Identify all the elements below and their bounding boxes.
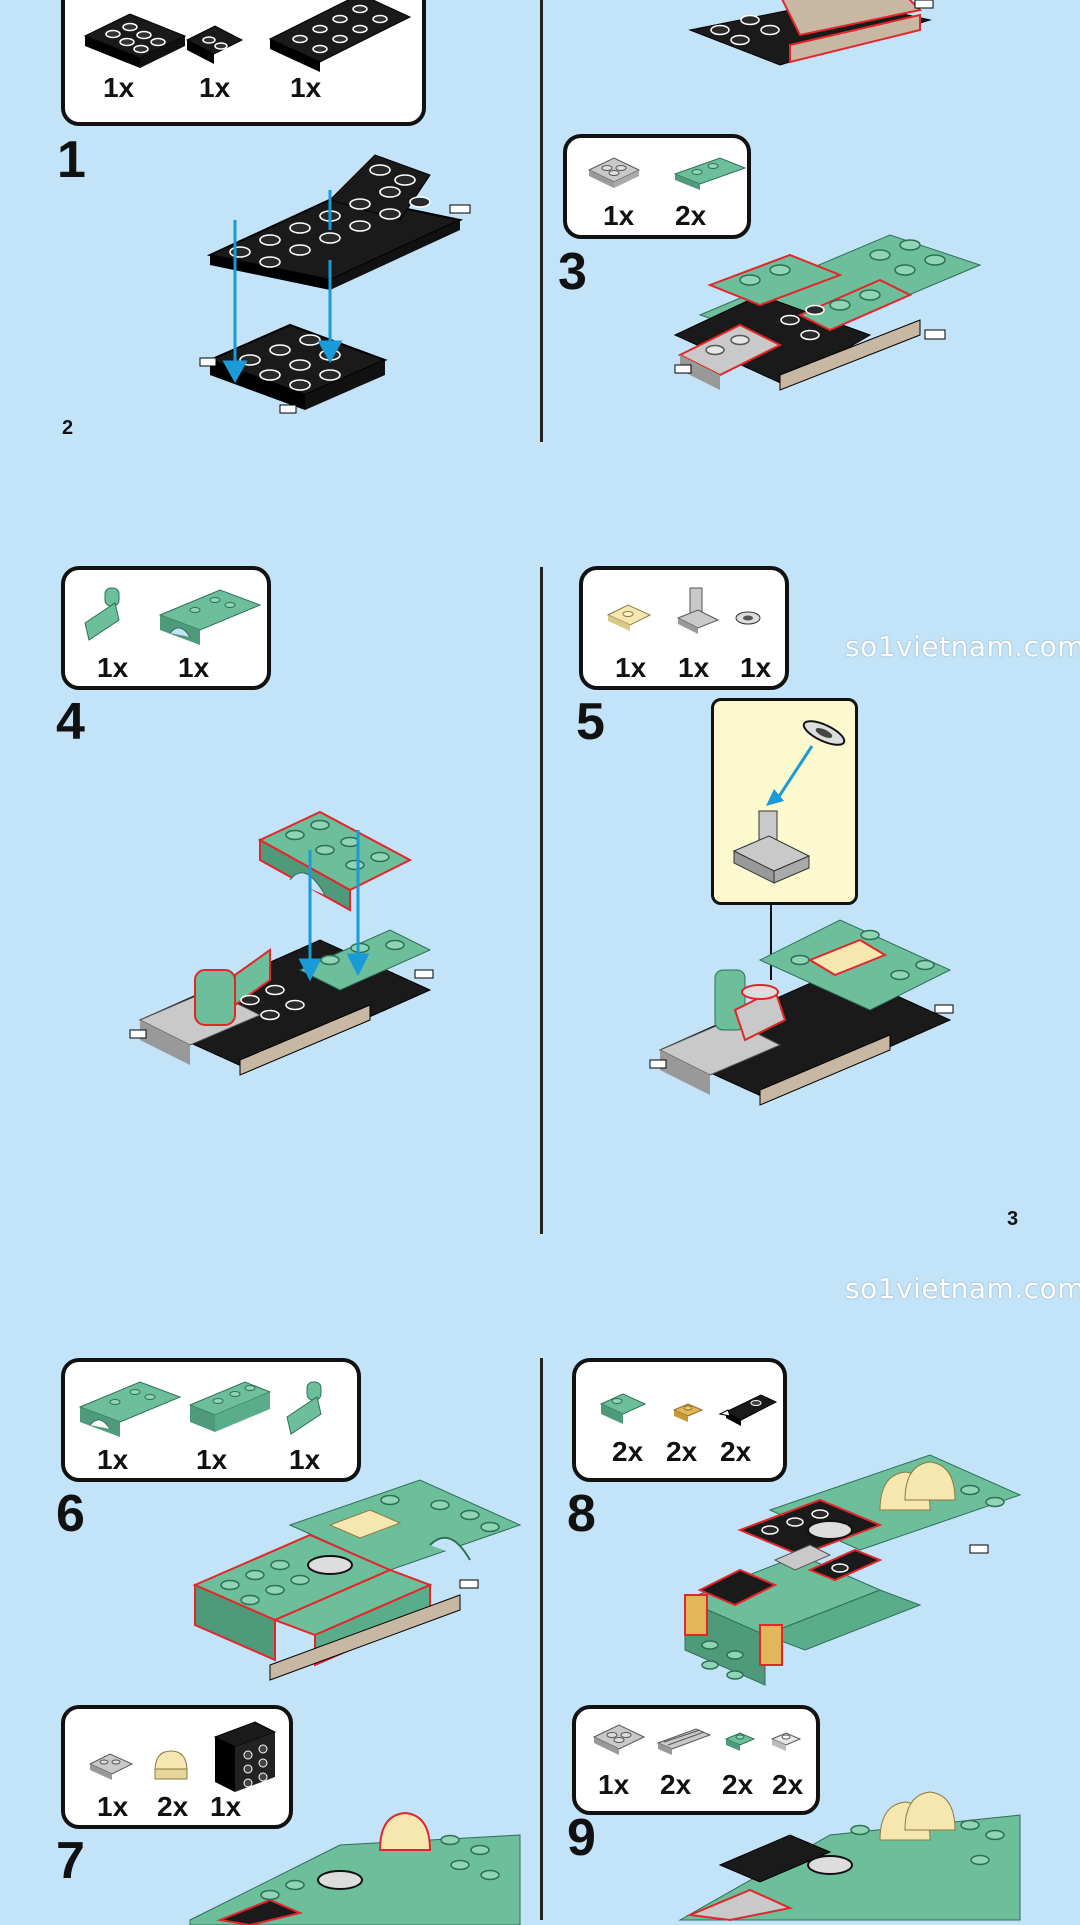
part-quantity: 2x <box>666 1436 698 1467</box>
part-quantity: 1x <box>178 652 210 683</box>
part-quantity: 1x <box>678 652 710 683</box>
sub-assembly-illustration <box>732 720 846 884</box>
parts-icons <box>83 0 412 72</box>
page-number-left: 2 <box>62 417 74 439</box>
part-quantity: 2x <box>660 1769 692 1800</box>
step-3-assembly-illustration <box>673 234 982 391</box>
step-4-assembly-illustration <box>129 810 434 1076</box>
part-quantity: 1x <box>598 1769 630 1800</box>
parts-box-step-6: 1x 1x 1x <box>61 1358 361 1482</box>
page-divider-middle <box>540 567 543 1234</box>
step-number: 5 <box>576 693 605 751</box>
step-number: 9 <box>567 1809 596 1867</box>
parts-icons <box>592 1724 802 1755</box>
step-number: 6 <box>56 1485 85 1543</box>
watermark: so1vietnam.com <box>845 630 1080 663</box>
part-quantity: 2x <box>772 1769 804 1800</box>
parts-box-step-3: 1x 2x <box>563 134 751 239</box>
parts-box-step-9: 1x 2x 2x 2x <box>572 1705 820 1815</box>
step-5-assembly-illustration <box>649 919 954 1106</box>
step-1-assembly-illustration <box>199 154 471 414</box>
parts-box-step-4: 1x 1x <box>61 566 271 690</box>
part-quantity: 1x <box>97 1444 129 1475</box>
page-divider-top <box>540 0 543 442</box>
part-quantity: 2x <box>157 1791 189 1822</box>
part-quantity: 1x <box>603 200 635 231</box>
part-quantity: 1x <box>290 72 322 103</box>
parts-icons <box>599 1393 778 1426</box>
step-8-assembly-illustration <box>683 1454 1022 1686</box>
part-quantity: 2x <box>612 1436 644 1467</box>
step-2-result-illustration <box>688 0 934 66</box>
parts-box-step-8: 2x 2x 2x <box>572 1358 787 1482</box>
parts-box-step-1: 1x 1x 1x <box>61 0 426 126</box>
parts-icons <box>84 587 262 645</box>
step-number: 8 <box>567 1485 596 1543</box>
part-quantity: 2x <box>675 200 707 231</box>
parts-box-step-7: 1x 2x 1x <box>61 1705 293 1829</box>
step-7-assembly-illustration <box>189 1811 521 1925</box>
page-number-right: 3 <box>1007 1208 1019 1230</box>
page-divider-bottom <box>540 1358 543 1920</box>
part-quantity: 1x <box>97 652 129 683</box>
part-quantity: 1x <box>97 1791 129 1822</box>
step-number: 1 <box>57 131 86 189</box>
parts-icons <box>606 587 761 634</box>
parts-box-step-5: 1x 1x 1x <box>579 566 789 690</box>
part-quantity: 1x <box>199 72 231 103</box>
part-quantity: 1x <box>196 1444 228 1475</box>
sub-assembly-callout <box>711 698 858 905</box>
callout-connector-line <box>770 905 772 980</box>
step-6-assembly-illustration <box>192 1479 522 1681</box>
part-quantity: 2x <box>720 1436 752 1467</box>
part-quantity: 1x <box>740 652 772 683</box>
step-number: 3 <box>558 243 587 301</box>
part-quantity: 1x <box>210 1791 242 1822</box>
parts-icons <box>587 157 747 190</box>
part-quantity: 1x <box>289 1444 321 1475</box>
part-quantity: 2x <box>722 1769 754 1800</box>
part-quantity: 1x <box>615 652 647 683</box>
step-number: 7 <box>56 1832 85 1890</box>
parts-icons <box>88 1721 277 1792</box>
watermark: so1vietnam.com <box>845 1272 1080 1305</box>
part-quantity: 1x <box>103 72 135 103</box>
step-number: 4 <box>56 693 85 751</box>
step-9-assembly-illustration <box>678 1791 1021 1922</box>
parts-icons <box>78 1381 322 1437</box>
